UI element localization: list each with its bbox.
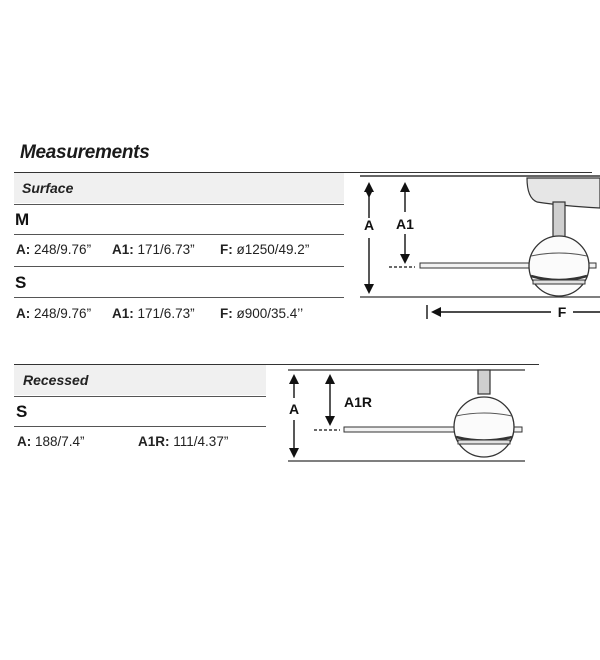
title-rule	[14, 172, 592, 173]
surface-size-s-label: S	[15, 273, 27, 292]
recessed-s-rule	[14, 426, 266, 427]
surface-header-rule	[14, 204, 344, 205]
surface-m-f-spec: F: ø1250/49.2”	[220, 242, 310, 257]
recessed-a1r-label: A1R	[344, 394, 372, 410]
surface-a-label: A	[364, 217, 374, 233]
f-dim-arrow-head	[431, 307, 441, 317]
a-arrow-head-top	[364, 182, 374, 192]
surface-section-label: Surface	[22, 180, 74, 196]
surface-s-a-spec: A: 248/9.76”	[16, 306, 92, 321]
surface-m-a-spec: A: 248/9.76”	[16, 242, 92, 257]
motor-globe	[528, 235, 590, 297]
surface-size-m-label: M	[15, 210, 30, 229]
canopy	[526, 177, 600, 209]
surface-s-rule	[14, 297, 344, 298]
recessed-header-band	[14, 365, 266, 395]
recessed-s-a-spec: A: 188/7.4”	[17, 434, 85, 449]
surface-header-band	[14, 173, 344, 203]
a1-arrow-head-top	[400, 182, 410, 192]
surface-s-f-spec: F: ø900/35.4’’	[220, 306, 304, 321]
surface-m-bottom-rule	[14, 266, 344, 267]
recessed-section-label: Recessed	[23, 372, 89, 388]
surface-f-label: F	[558, 304, 567, 320]
recessed-s-a1r-spec: A1R: 111/4.37”	[138, 434, 229, 449]
surface-a1-label: A1	[396, 216, 414, 232]
a-arrow-head-bottom	[364, 284, 374, 294]
surface-s-a1-spec: A1: 171/6.73”	[112, 306, 195, 321]
a1-arrow-head-bottom	[400, 254, 410, 264]
page-title: Measurements	[20, 142, 150, 163]
surface-fan-diagram: A A1 F	[360, 175, 600, 320]
recessed-header-rule	[14, 396, 266, 397]
surface-m-a1-spec: A1: 171/6.73”	[112, 242, 195, 257]
recessed-top-rule	[14, 364, 539, 365]
blade	[419, 262, 597, 269]
recessed-a-label: A	[289, 401, 299, 417]
downrod	[552, 201, 566, 239]
surface-m-rule	[14, 234, 344, 235]
recessed-fan-diagram: A A1R	[288, 369, 525, 462]
recessed-size-s-label: S	[16, 402, 28, 421]
